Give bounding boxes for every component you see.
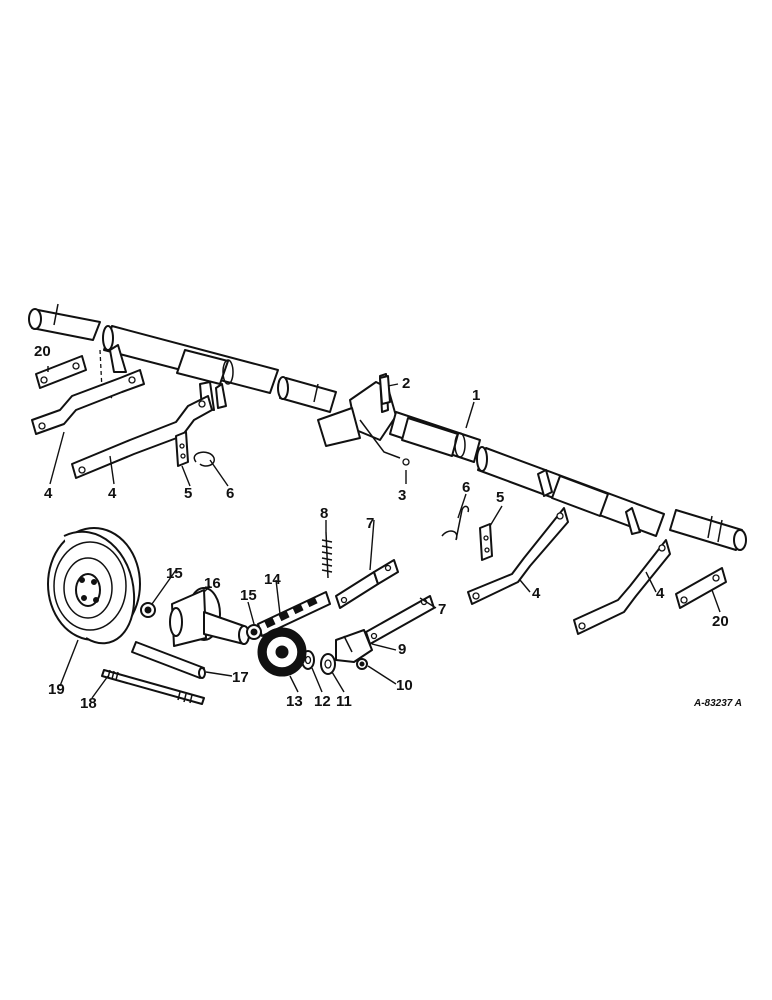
callout-16: 16 — [204, 575, 221, 592]
part-5-left-clip — [175, 431, 189, 467]
part-16-hub — [169, 587, 250, 647]
part-4-left-bar-upper — [31, 369, 145, 435]
callout-5-left: 5 — [184, 485, 192, 502]
part-11-washer — [320, 653, 336, 675]
callout-labels: 1 2 3 4 4 4 4 5 5 6 6 7 7 8 9 10 11 12 1… — [34, 343, 729, 712]
drawing-reference-code: A-83237 A — [693, 698, 742, 709]
callout-9: 9 — [398, 641, 406, 658]
callout-7-upper: 7 — [366, 515, 374, 532]
callout-8: 8 — [320, 505, 328, 522]
callout-4-right-b: 4 — [656, 585, 665, 602]
callout-15-left: 15 — [166, 565, 183, 582]
callout-14: 14 — [264, 571, 281, 588]
part-9-bracket — [335, 629, 373, 663]
callout-15-right: 15 — [240, 587, 257, 604]
part-17-spacer-tube — [131, 641, 206, 679]
part-2-bracket — [379, 375, 391, 405]
callout-2: 2 — [402, 375, 410, 392]
callout-12: 12 — [314, 693, 331, 710]
part-13-sprocket — [257, 627, 307, 677]
axle-tube-assembly — [28, 303, 747, 551]
part-4-right-bar-lower — [573, 539, 671, 635]
part-18-axle-bolt — [101, 669, 205, 705]
part-6-right-spring-clip — [441, 505, 470, 541]
part-3-nut — [402, 458, 410, 466]
part-20-right-plate — [675, 567, 727, 609]
callout-7-lower: 7 — [438, 601, 446, 618]
callout-19: 19 — [48, 681, 65, 698]
part-4-right-bar-upper — [467, 507, 569, 605]
part-15-bearing-right — [246, 624, 262, 640]
part-19-wheel-rim — [47, 527, 141, 645]
part-4-left-bar-lower — [71, 395, 213, 479]
part-8-spring — [321, 531, 333, 579]
callout-11: 11 — [336, 693, 352, 710]
callout-6-left: 6 — [226, 485, 234, 502]
part-5-right-clip — [479, 523, 493, 561]
callout-20-left: 20 — [34, 343, 51, 360]
callout-1: 1 — [472, 387, 480, 404]
part-6-left-spring-clip — [193, 451, 215, 467]
leader-lines — [47, 366, 721, 699]
callout-18: 18 — [80, 695, 97, 712]
part-7-strap-upper — [335, 559, 399, 609]
callout-5-right: 5 — [496, 489, 504, 506]
callout-13: 13 — [286, 693, 303, 710]
callout-4-right-a: 4 — [532, 585, 541, 602]
part-14-chain — [257, 591, 331, 637]
callout-20-right: 20 — [712, 613, 729, 630]
callout-10: 10 — [396, 677, 413, 694]
callout-3: 3 — [398, 487, 406, 504]
callout-17: 17 — [232, 669, 249, 686]
part-15-bearing-left — [140, 602, 156, 618]
part-7-strap-lower — [365, 595, 435, 645]
callout-6-right: 6 — [462, 479, 470, 496]
callout-4-left-a: 4 — [44, 485, 53, 502]
part-10-nut — [356, 658, 368, 670]
callout-4-left-b: 4 — [108, 485, 117, 502]
part-20-left-plate — [35, 355, 87, 389]
